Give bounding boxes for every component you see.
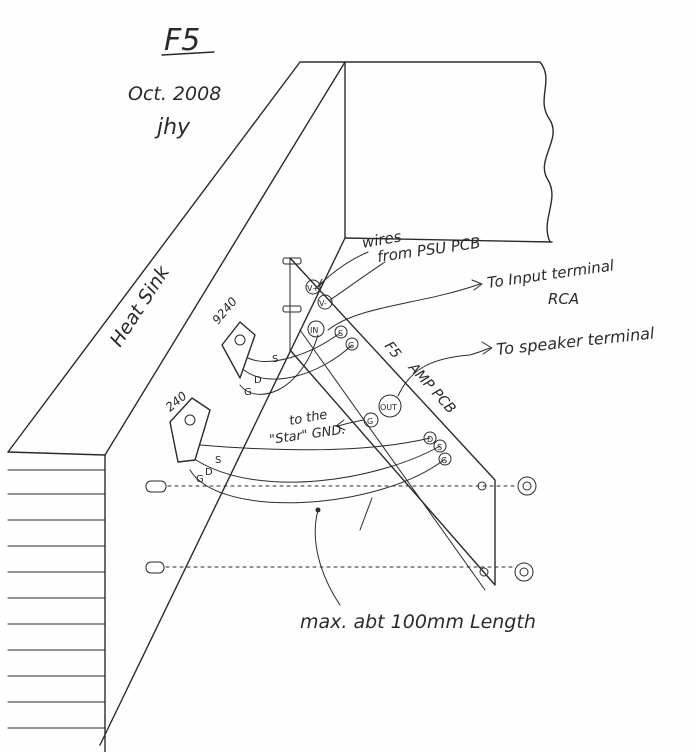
arrow-speaker-terminal [397, 347, 491, 397]
svg-text:9240: 9240 [210, 294, 241, 327]
mosfet-240-body [169, 397, 211, 463]
wire-9240-g [239, 334, 319, 395]
pad-ground: G [363, 412, 379, 428]
wire-length-label: max. abt 100mm Length [300, 611, 536, 633]
svg-text:240: 240 [163, 389, 190, 415]
svg-text:S: S [437, 443, 442, 452]
pad-v-minus: V- [317, 294, 333, 310]
pad-bottom-d: D [423, 431, 437, 445]
pcb-nut-top [477, 476, 537, 496]
wire-240-g [189, 458, 446, 504]
pad-v-plus: V+ [305, 279, 321, 295]
pcb-outline [289, 257, 496, 586]
author: jhy [154, 115, 191, 140]
heat-sink-top-face [7, 61, 346, 456]
pad-output: OUT [378, 394, 402, 418]
pcb-label-f5: F5 [381, 339, 404, 362]
pad-input: IN [307, 320, 325, 338]
enclosure-back-wall [344, 61, 554, 243]
svg-text:G: G [367, 417, 373, 426]
svg-text:V+: V+ [307, 284, 319, 293]
title: F5 [164, 23, 200, 58]
arrow-wire-length [314, 509, 341, 606]
date: Oct. 2008 [128, 83, 221, 105]
mosfet-240: 240 S D G [163, 389, 221, 485]
wire-240-s [199, 437, 431, 451]
star-gnd-label-2: "Star" GND. [268, 422, 346, 448]
svg-text:OUT: OUT [380, 403, 397, 412]
pad-top-s: S [334, 325, 348, 339]
svg-text:S: S [338, 329, 343, 338]
heat-sink-front-top-edge [7, 451, 106, 456]
heat-sink-fins [7, 469, 106, 729]
mosfet-9240-body [221, 321, 256, 379]
pcb-label-amp: AMP PCB [404, 359, 458, 417]
amp-pcb [282, 257, 537, 591]
svg-text:IN: IN [310, 326, 318, 335]
svg-text:D: D [205, 467, 213, 478]
wire-9240-s [247, 332, 341, 362]
title-underline [161, 51, 215, 56]
svg-text:V-: V- [319, 299, 327, 308]
svg-text:G: G [196, 474, 204, 485]
arrow-star-gnd [337, 419, 365, 427]
arrow-input-terminal [327, 283, 481, 331]
mosfet-9240: 9240 S D G [210, 294, 279, 398]
svg-text:D: D [254, 375, 262, 386]
svg-text:G: G [244, 387, 252, 398]
pcb-nut-bottom [479, 562, 534, 582]
pad-bottom-s: S [433, 439, 447, 453]
standoff-top [145, 480, 516, 493]
arrow-psu-wires [317, 251, 369, 287]
wire-240-d [195, 445, 441, 483]
heat-sink [7, 61, 516, 752]
star-gnd-label-1: to the [288, 407, 329, 428]
standoff-bottom [145, 561, 516, 574]
svg-text:D: D [427, 435, 433, 444]
pad-bottom-g: G [438, 452, 452, 466]
svg-text:G: G [441, 456, 447, 465]
input-terminal-label: To Input terminal [486, 256, 616, 292]
rca-label: RCA [548, 290, 579, 308]
svg-text:S: S [272, 354, 278, 365]
speaker-terminal-label: To speaker terminal [495, 323, 655, 359]
svg-text:S: S [215, 455, 221, 466]
